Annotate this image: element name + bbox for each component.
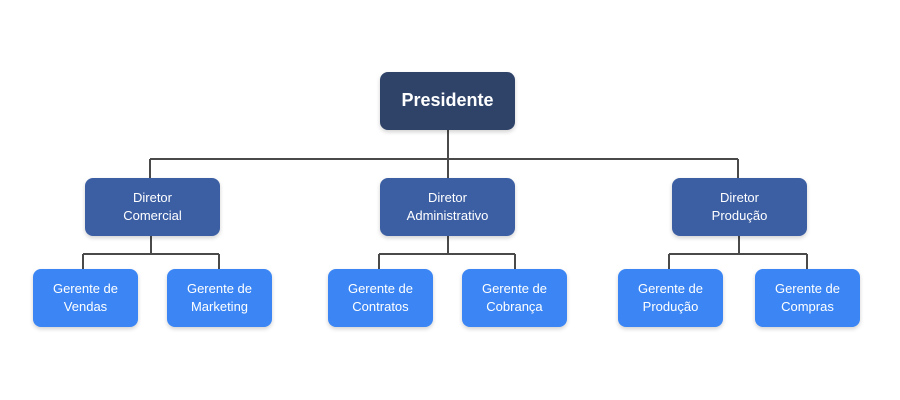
connector-administrativo-to-managers [378,236,516,269]
connector-president-to-directors [149,130,739,178]
node-presidente[interactable]: Presidente [380,72,515,130]
connector-comercial-to-managers [82,236,220,269]
node-label: Presidente [401,90,494,111]
connector-producao-to-managers [668,236,808,269]
